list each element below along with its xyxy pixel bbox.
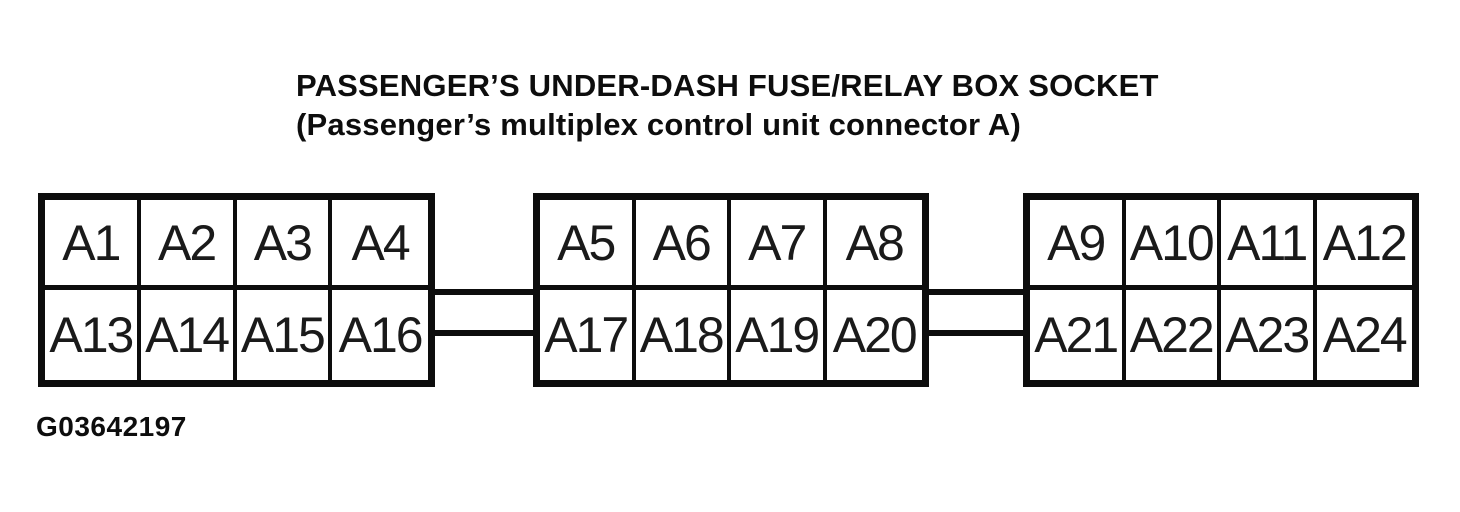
connector-block-middle: A5 A6 A7 A8 A17 A18 A19 A20 <box>533 193 929 387</box>
connector-bridge-line <box>430 330 538 336</box>
socket-cell-a21: A21 <box>1030 290 1126 380</box>
socket-cell-a8: A8 <box>826 200 922 290</box>
socket-cell-a14: A14 <box>141 290 237 380</box>
figure-code: G03642197 <box>36 411 187 442</box>
socket-cell-a24: A24 <box>1322 307 1408 363</box>
socket-cell-a6: A6 <box>635 200 731 290</box>
socket-cell-a16: A16 <box>338 307 424 363</box>
connector-block-left: A1 A2 A3 A4 A13 A14 A15 A16 <box>38 193 435 387</box>
socket-cell-a13: A13 <box>45 290 141 380</box>
socket-cell-a12: A12 <box>1316 200 1412 290</box>
socket-cell-a18: A18 <box>636 290 731 380</box>
socket-cell-a2: A2 <box>140 200 237 290</box>
socket-cell-a10: A10 <box>1125 200 1221 290</box>
title-line-2: (Passenger’s multiplex control unit conn… <box>296 107 1022 142</box>
socket-cell-a5: A5 <box>540 200 636 290</box>
diagram-title: PASSENGER’S UNDER-DASH FUSE/RELAY BOX SO… <box>296 66 1159 144</box>
socket-cell-a22: A22 <box>1126 290 1221 380</box>
connector-bridge-line <box>923 289 1028 295</box>
socket-cell-a1: A1 <box>45 200 141 290</box>
socket-cell-a9: A9 <box>1030 200 1126 290</box>
socket-cell-a4: A4 <box>332 200 428 290</box>
socket-cell-a3: A3 <box>236 200 333 290</box>
socket-cell-a7: A7 <box>731 200 827 290</box>
socket-cell-a11: A11 <box>1221 200 1317 290</box>
socket-cell-a17: A17 <box>540 290 636 380</box>
connector-block-right: A9 A10 A11 A12 A21 A22 A23 A24 <box>1023 193 1419 387</box>
socket-cell-a23: A23 <box>1221 290 1317 380</box>
title-line-1: PASSENGER’S UNDER-DASH FUSE/RELAY BOX SO… <box>296 68 1159 103</box>
socket-cell-a20: A20 <box>832 307 918 363</box>
connector-bridge-line <box>923 330 1028 336</box>
socket-cell-a15: A15 <box>237 290 333 380</box>
socket-cell-a19: A19 <box>731 290 827 380</box>
connector-bridge-line <box>430 289 538 295</box>
